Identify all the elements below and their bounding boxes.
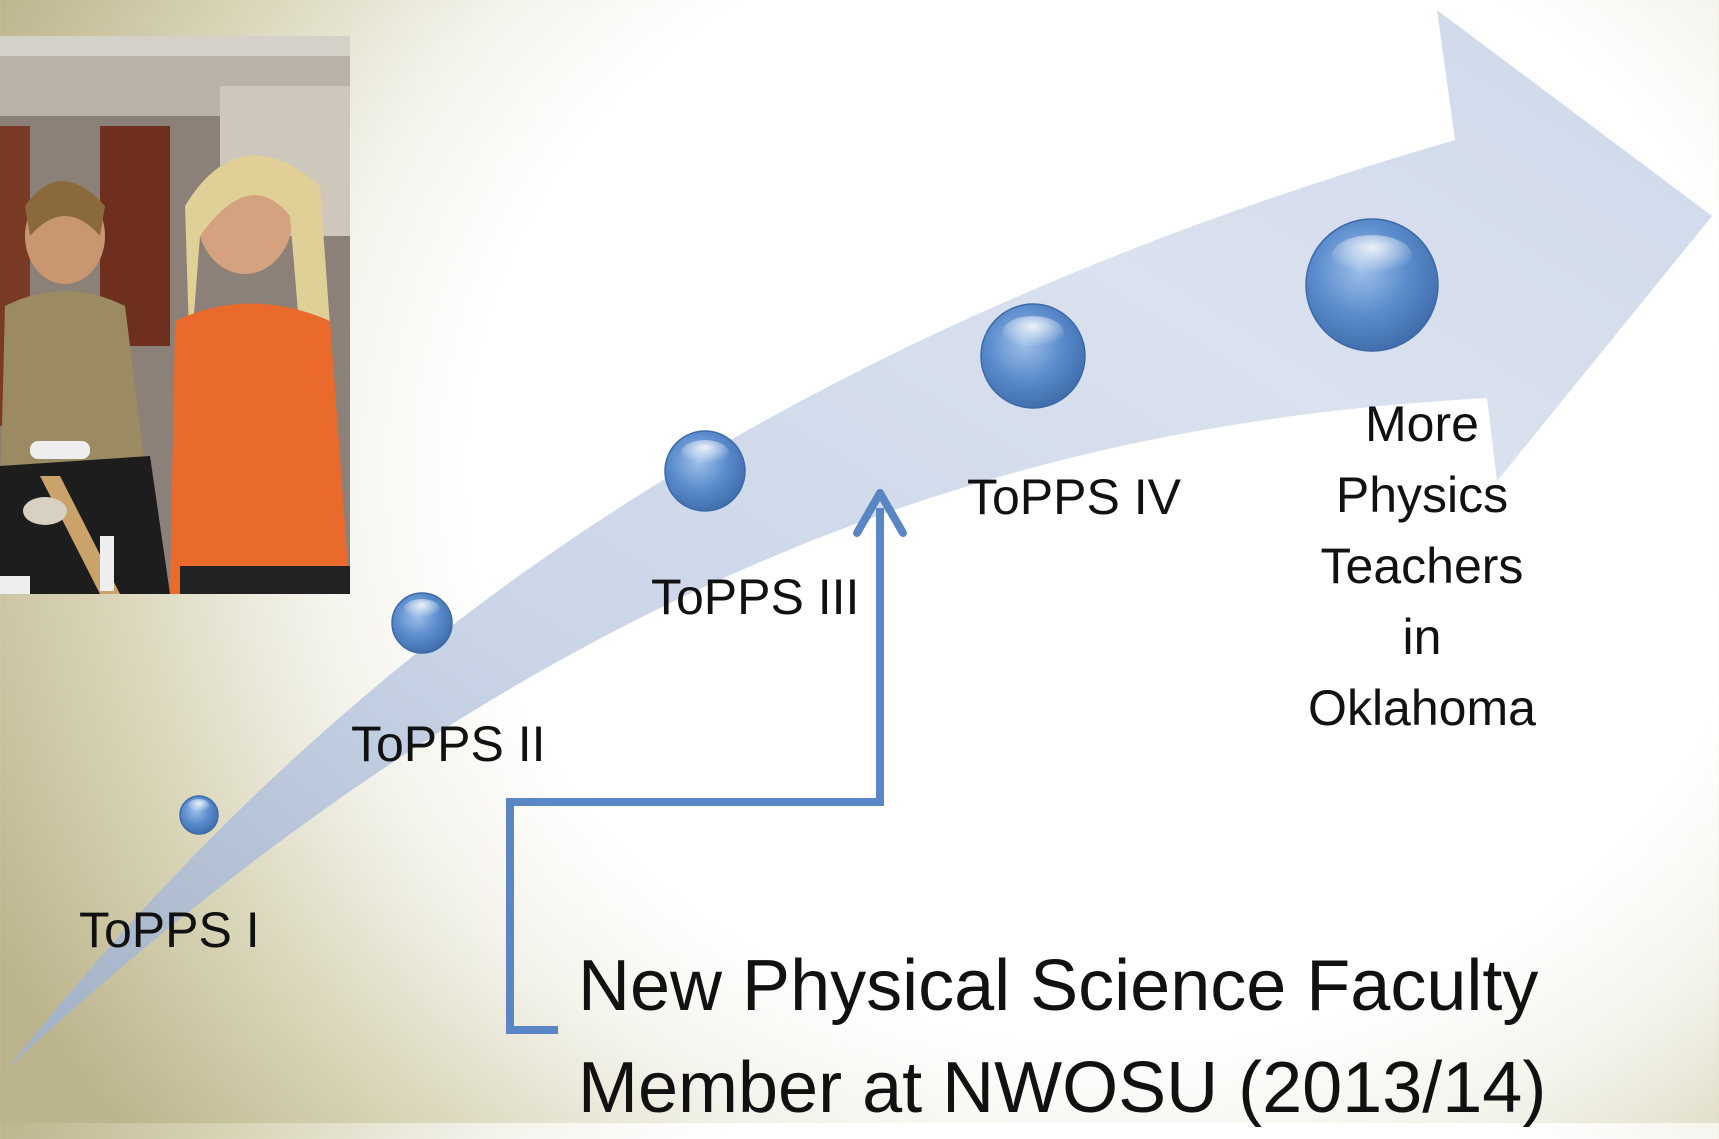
goal-line-3: Teachers [1320,538,1524,594]
goal-line-1: More [1365,396,1479,452]
milestone-label-1: ToPPS I [79,902,260,958]
milestone-label-4: ToPPS IV [967,469,1181,525]
callout-connector [506,508,884,1034]
callout-text: New Physical Science Faculty Member at N… [578,935,1546,1139]
goal-line-4: in [1402,609,1442,665]
bubble-1 [179,795,219,835]
growth-arrow [8,10,1712,1068]
bubble-5 [1305,218,1439,352]
milestone-label-2: ToPPS II [351,716,546,772]
callout-connector-arrowhead [853,489,907,537]
bubble-2 [391,592,453,654]
goal-line-2: Physics [1335,467,1509,523]
goal-line-5: Oklahoma [1308,680,1536,736]
bubble-4 [980,303,1086,409]
goal-label: More Physics Teachers in Oklahoma [1252,389,1592,744]
callout-line-2: Member at NWOSU (2013/14) [578,1048,1547,1128]
bubble-3 [664,430,746,512]
milestone-label-3: ToPPS III [651,569,860,625]
callout-line-1: New Physical Science Faculty [578,946,1539,1026]
photo-teachers [0,36,350,594]
